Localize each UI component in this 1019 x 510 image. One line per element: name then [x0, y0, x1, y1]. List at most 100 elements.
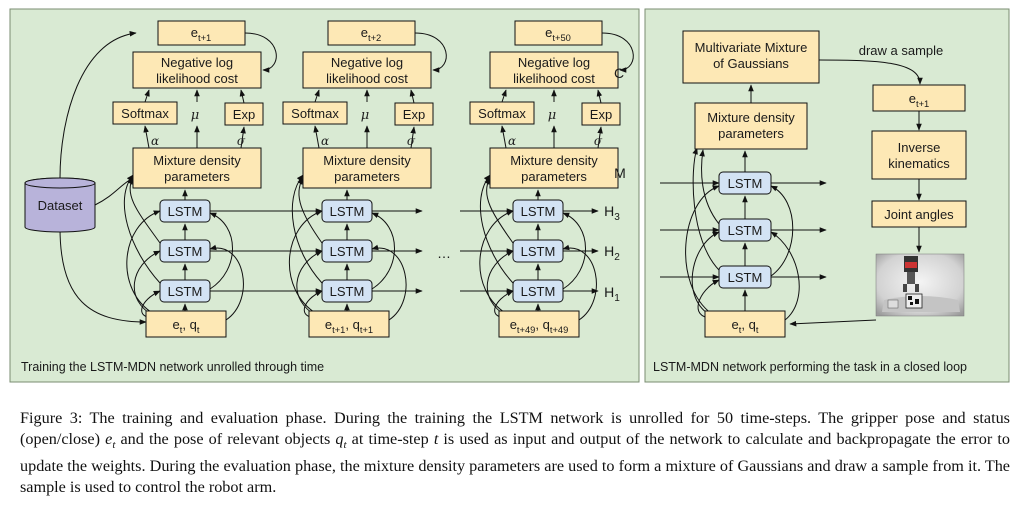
- mixture-gaussians-label-line2: of Gaussians: [713, 56, 789, 71]
- output-box: [157, 20, 246, 46]
- mu-label: μ: [191, 108, 199, 123]
- alpha-label: α: [508, 134, 516, 148]
- joint-angles-label: Joint angles: [884, 207, 954, 222]
- figure-caption: Figure 3: The training and evaluation ph…: [20, 409, 1010, 497]
- softmax-label: Softmax: [291, 106, 339, 121]
- lstm-label: LSTM: [521, 204, 556, 219]
- softmax-label: Softmax: [121, 106, 169, 121]
- edge-mdp-softmax: [143, 125, 150, 149]
- edge-dataset-output1: [59, 31, 137, 179]
- mixture-density-label-line2: parameters: [521, 169, 587, 184]
- right-input-label: et​, qt​: [732, 317, 759, 335]
- lstm-label: LSTM: [168, 204, 203, 219]
- input-box: [145, 310, 227, 338]
- inverse-kinematics-box: [871, 130, 967, 180]
- cost-side-label: C: [614, 65, 624, 81]
- edge-exp-cost: [596, 89, 603, 104]
- lstm-label: LSTM: [521, 244, 556, 259]
- cost-label-line2: likelihood cost: [156, 71, 238, 86]
- lstm-label: LSTM: [168, 284, 203, 299]
- lstm-cell: [159, 279, 211, 303]
- sigma-label: σ: [594, 134, 603, 148]
- edge-lstm2-mdp: [484, 177, 514, 244]
- softmax-box: [112, 101, 178, 125]
- edge-lstm2-mdp: [297, 177, 323, 244]
- edge-mdp-softmax: [500, 125, 507, 149]
- edge-right-input-lstm2: [770, 231, 800, 321]
- right-lstm-cell: [718, 218, 772, 242]
- mu-label: μ: [548, 108, 556, 123]
- edge-exp-cost: [239, 89, 246, 104]
- figure-diagram: Training the LSTM-MDN network unrolled t…: [9, 8, 1010, 383]
- training-panel-title: Training the LSTM-MDN network unrolled t…: [21, 360, 324, 374]
- inverse-kinematics-label-line2: kinematics: [888, 156, 950, 171]
- edge-right-skip3: [685, 185, 720, 315]
- lstm-cell: [512, 239, 564, 263]
- edge-lstm1-lstm3: [371, 212, 395, 290]
- sigma-label: σ: [407, 134, 416, 148]
- right-lstm-label: LSTM: [728, 223, 763, 238]
- mixture-density-box: [302, 147, 432, 189]
- evaluation-panel-title: LSTM-MDN network performing the task in …: [653, 360, 967, 374]
- edge-mdp-softmax: [313, 125, 320, 149]
- exp-label: Exp: [403, 107, 425, 122]
- mixture-density-label-line1: Mixture density: [510, 153, 598, 168]
- cost-box: [489, 51, 619, 89]
- lstm-label: LSTM: [521, 284, 556, 299]
- robot-arm-photo: [875, 253, 965, 317]
- mixture-density-label-line2: parameters: [334, 169, 400, 184]
- edge-skip-input-lstm2: [296, 250, 323, 317]
- h1-side-label: H1​: [604, 284, 620, 304]
- cost-box: [132, 51, 262, 89]
- mixture-density-label-line2: parameters: [164, 169, 230, 184]
- edge-softmax-cost: [501, 89, 507, 103]
- mixture-density-box: [489, 147, 619, 189]
- lstm-cell: [512, 199, 564, 223]
- h2-side-label: H2​: [604, 243, 620, 263]
- right-lstm-cell: [718, 171, 772, 195]
- lstm-cell: [321, 199, 373, 223]
- edge-lstm2-mdp: [127, 177, 161, 244]
- ellipsis: …: [437, 245, 451, 261]
- cost-label-line1: Negative log: [518, 55, 590, 70]
- edge-dataset-mdp: [94, 177, 134, 206]
- mixture-density-label-line1: Mixture density: [323, 153, 411, 168]
- edge-dataset-input1: [59, 227, 147, 325]
- lstm-label: LSTM: [330, 284, 365, 299]
- lstm-cell: [512, 279, 564, 303]
- edge-softmax-cost: [314, 89, 320, 103]
- draw-sample-label: draw a sample: [859, 43, 944, 58]
- sigma-label: σ: [237, 134, 246, 148]
- cost-box: [302, 51, 432, 89]
- mixture-density-label-line1: Mixture density: [153, 153, 241, 168]
- edge-mdp-exp: [410, 126, 416, 149]
- output-box: [514, 20, 603, 46]
- edge-mdp-exp: [597, 126, 603, 149]
- edge-skip-input-lstm3: [126, 210, 161, 315]
- softmax-label: Softmax: [478, 106, 526, 121]
- alpha-label: α: [321, 134, 329, 148]
- edge-skip-input-lstm3: [479, 210, 514, 315]
- joint-angles-box: [871, 200, 967, 228]
- output-label: et+1​: [191, 25, 211, 43]
- edge-mdp-exp: [240, 126, 246, 149]
- edge-lstm1-lstm3: [562, 212, 586, 290]
- edge-right-skip2: [691, 231, 720, 317]
- edge-skip-input-lstm2: [133, 250, 161, 317]
- edge-input-lstm2: [562, 244, 597, 321]
- edge-output-cost: [244, 32, 277, 73]
- inverse-kinematics-label-line1: Inverse: [898, 140, 941, 155]
- right-lstm-cell: [718, 265, 772, 289]
- edge-right-lstm2-mdp: [699, 149, 720, 225]
- input-label: et​, qt​: [173, 317, 200, 335]
- lstm-label: LSTM: [330, 244, 365, 259]
- edge-robot-input: [789, 319, 877, 327]
- exp-box: [581, 102, 621, 126]
- cost-label-line2: likelihood cost: [513, 71, 595, 86]
- lstm-label: LSTM: [168, 244, 203, 259]
- edge-right-lstm1-lstm3: [770, 185, 794, 277]
- lstm-cell: [159, 239, 211, 263]
- edge-lstm1-lstm3: [209, 212, 233, 290]
- right-lstm-label: LSTM: [728, 270, 763, 285]
- input-box: [308, 310, 390, 338]
